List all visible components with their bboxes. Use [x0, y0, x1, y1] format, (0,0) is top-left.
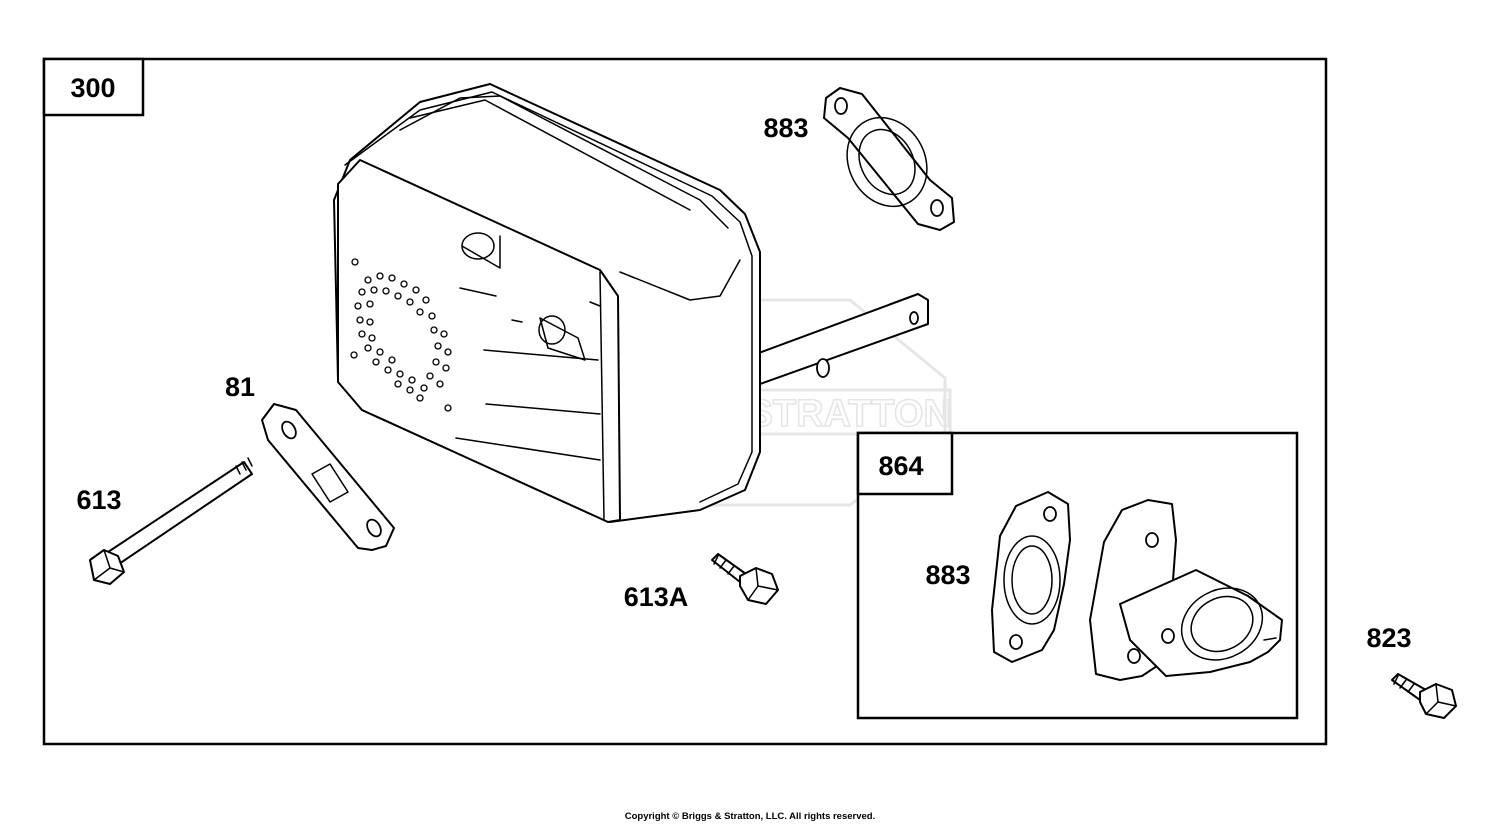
- callout-864[interactable]: 864: [878, 451, 923, 481]
- gasket-kit[interactable]: 883: [925, 491, 1071, 663]
- copyright-notice: Copyright © Briggs & Stratton, LLC. All …: [624, 811, 876, 822]
- assembly-864-frame: 864: [856, 431, 1299, 720]
- callout-81[interactable]: 81: [225, 372, 255, 402]
- screw-613a[interactable]: 613A: [624, 553, 779, 612]
- callout-613a[interactable]: 613A: [624, 582, 689, 612]
- deflector-plate[interactable]: 81: [225, 372, 395, 551]
- exhaust-elbow[interactable]: [1089, 499, 1283, 681]
- callout-823[interactable]: 823: [1366, 623, 1411, 653]
- gasket-top[interactable]: 883: [763, 87, 955, 231]
- spark-arrestor-perforations: [350, 258, 452, 412]
- callout-613[interactable]: 613: [76, 485, 121, 515]
- callout-300[interactable]: 300: [70, 73, 115, 103]
- callout-883-top[interactable]: 883: [763, 113, 808, 143]
- callout-883-kit[interactable]: 883: [925, 560, 970, 590]
- screw-823[interactable]: 823: [1366, 623, 1457, 719]
- bolt-long[interactable]: 613: [76, 457, 253, 585]
- muffler-body[interactable]: [333, 83, 761, 523]
- assembly-300-frame: 300: [42, 57, 1328, 746]
